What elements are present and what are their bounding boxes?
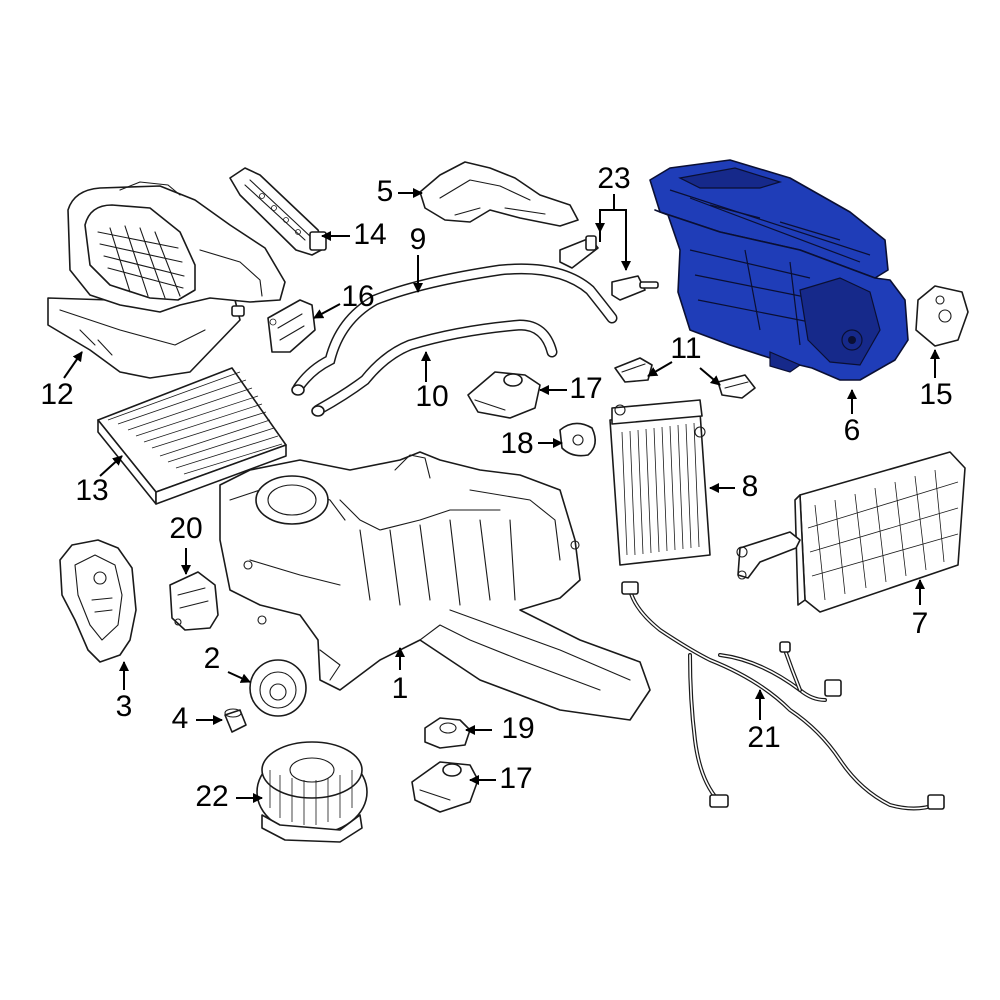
callout-16: 16 <box>341 280 374 313</box>
callout-3: 3 <box>116 690 133 723</box>
callout-10: 10 <box>415 380 448 413</box>
part-19-actuator[interactable] <box>424 717 471 749</box>
part-4-bushing[interactable] <box>224 708 247 733</box>
part-18-cam[interactable] <box>559 422 596 457</box>
part-17-upper-actuator[interactable] <box>467 371 541 419</box>
callout-7: 7 <box>912 607 929 640</box>
part-5-duct[interactable] <box>419 161 579 227</box>
callout-6: 6 <box>844 414 861 447</box>
part-1-hvac-case[interactable] <box>219 451 651 721</box>
callout-13: 13 <box>75 474 108 507</box>
part-2-blower-cap[interactable] <box>249 659 307 717</box>
part-11-clips[interactable] <box>614 357 756 399</box>
callout-12: 12 <box>40 378 73 411</box>
callout-17-upper: 17 <box>569 372 602 405</box>
part-12-upper-housing[interactable] <box>47 181 286 379</box>
part-7-evaporator-core[interactable] <box>736 451 966 613</box>
part-15-actuator[interactable] <box>915 285 969 347</box>
callout-17-lower: 17 <box>499 762 532 795</box>
callout-18: 18 <box>500 427 533 460</box>
part-23-sensors[interactable] <box>559 235 659 301</box>
part-8-heater-core[interactable] <box>609 399 711 566</box>
part-22-blower-motor[interactable] <box>256 741 368 843</box>
callout-15: 15 <box>919 378 952 411</box>
part-20-resistor[interactable] <box>169 571 219 631</box>
part-10-hose[interactable] <box>311 319 558 417</box>
callout-8: 8 <box>742 470 759 503</box>
part-17-lower-actuator[interactable] <box>411 761 479 813</box>
leader-lines <box>63 188 940 803</box>
part-6-evaporator-case[interactable] <box>649 159 909 381</box>
part-9-hose[interactable] <box>291 263 618 396</box>
callout-5: 5 <box>377 175 394 208</box>
callout-21: 21 <box>747 721 780 754</box>
callout-1: 1 <box>392 672 409 705</box>
part-21-wiring-harness[interactable] <box>621 581 945 811</box>
callout-2: 2 <box>204 642 221 675</box>
callout-22: 22 <box>195 780 228 813</box>
part-13-cabin-filter[interactable] <box>97 367 287 505</box>
callout-11: 11 <box>670 332 701 365</box>
callout-14: 14 <box>353 218 386 251</box>
part-3-plate[interactable] <box>59 539 137 663</box>
part-16-bracket[interactable] <box>267 299 316 353</box>
callout-20: 20 <box>169 512 202 545</box>
callout-9: 9 <box>410 223 427 256</box>
callout-labels: 1 2 3 4 5 6 7 8 9 10 11 12 13 14 15 16 1… <box>40 162 952 813</box>
callout-23: 23 <box>597 162 630 195</box>
callout-19: 19 <box>501 712 534 745</box>
callout-4: 4 <box>172 702 189 735</box>
